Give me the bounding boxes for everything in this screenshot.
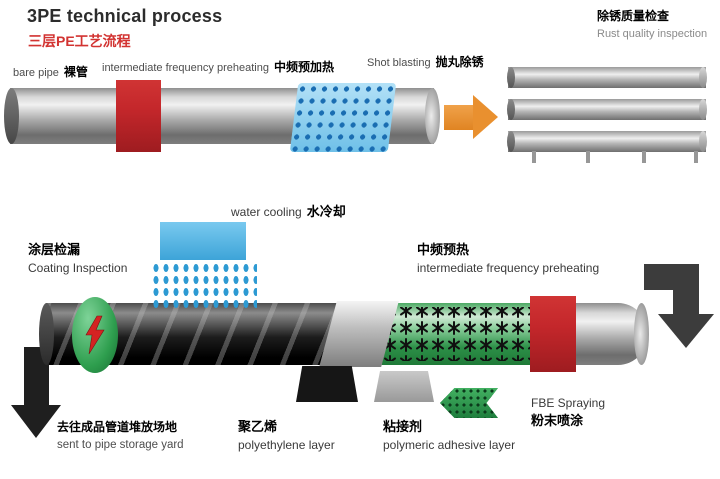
adhesive-extruder-block xyxy=(374,371,434,402)
page-title: 3PE technical process xyxy=(27,6,223,26)
flow-arrow-right-body xyxy=(444,105,473,130)
pipe-support xyxy=(694,151,698,163)
bottom-pipe xyxy=(39,296,649,372)
label-preheating-top-zh: 中频预加热 xyxy=(273,60,334,74)
pipe-support xyxy=(532,151,536,163)
fbe-spray-pattern xyxy=(382,307,532,361)
label-fbe-spraying: FBE Spraying 粉末喷涂 xyxy=(531,394,605,430)
coating-inspection-probe xyxy=(72,297,118,373)
label-water-cooling: water cooling 水冷却 xyxy=(231,201,346,221)
label-adhesive-zh: 粘接剂 xyxy=(383,419,423,434)
label-shot-blasting-en: Shot blasting xyxy=(367,57,431,69)
label-bare-pipe-en: bare pipe xyxy=(13,67,59,79)
label-coating-inspection: 涂层检漏 Coating Inspection xyxy=(28,241,127,277)
label-bare-pipe: bare pipe 裸管 xyxy=(13,63,88,81)
bottom-pipe-left-cap xyxy=(39,303,54,365)
label-coating-inspection-en: Coating Inspection xyxy=(28,261,128,275)
label-preheating-top: intermediate frequency preheating 中频预加热 xyxy=(102,58,334,76)
label-water-cooling-en: water cooling xyxy=(231,205,302,219)
label-preheating-bottom: 中频预热 intermediate frequency preheating xyxy=(417,241,599,277)
inspection-pipe-3 xyxy=(507,131,707,152)
inspection-pipe-1 xyxy=(507,67,707,88)
label-rust-inspection: 除锈质量检查 Rust quality inspection xyxy=(597,7,707,43)
pipe-support xyxy=(642,151,646,163)
induction-heater-top xyxy=(116,80,161,152)
label-adhesive-en: polymeric adhesive layer xyxy=(383,438,516,452)
induction-heater-bottom xyxy=(530,296,576,372)
inspection-pipe-2 xyxy=(507,99,707,120)
label-fbe-spraying-en: FBE Spraying xyxy=(531,396,606,410)
label-shot-blasting-zh: 抛丸除锈 xyxy=(435,55,484,69)
label-storage-yard-en: sent to pipe storage yard xyxy=(57,439,184,451)
label-adhesive: 粘接剂 polymeric adhesive layer xyxy=(383,418,515,454)
bottom-pipe-right-cap xyxy=(634,303,649,365)
label-preheating-bottom-zh: 中频预热 xyxy=(417,242,470,257)
shot-blasting-zone xyxy=(289,83,397,152)
flow-arrow-right-icon xyxy=(473,95,498,139)
lightning-icon xyxy=(85,315,105,355)
pipe-support xyxy=(586,151,590,163)
label-storage-yard-zh: 去往成品管道堆放场地 xyxy=(57,420,178,434)
water-cooling-header xyxy=(160,222,246,260)
top-pipe-right-cap xyxy=(425,88,440,144)
top-pipe-left-cap xyxy=(4,88,19,144)
page-subtitle-zh: 三层PE工艺流程 xyxy=(28,33,131,49)
label-storage-yard: 去往成品管道堆放场地 sent to pipe storage yard xyxy=(57,418,184,454)
flow-arrow-down-right-icon xyxy=(644,264,714,348)
label-rust-inspection-en: Rust quality inspection xyxy=(597,28,708,40)
label-coating-inspection-zh: 涂层检漏 xyxy=(28,242,81,257)
label-preheating-bottom-en: intermediate frequency preheating xyxy=(417,261,600,275)
polyethylene-extruder-block xyxy=(296,366,358,402)
water-drips xyxy=(151,262,257,312)
label-rust-inspection-zh: 除锈质量检查 xyxy=(597,9,670,23)
label-bare-pipe-zh: 裸管 xyxy=(63,65,88,79)
fbe-spray-arrow xyxy=(440,388,498,418)
label-shot-blasting: Shot blasting 抛丸除锈 xyxy=(367,53,484,71)
label-water-cooling-zh: 水冷却 xyxy=(306,204,346,219)
label-polyethylene: 聚乙烯 polyethylene layer xyxy=(238,418,335,454)
label-polyethylene-en: polyethylene layer xyxy=(238,438,335,452)
label-fbe-spraying-zh: 粉末喷涂 xyxy=(531,413,584,428)
fbe-coated-section xyxy=(382,303,532,365)
label-preheating-top-en: intermediate frequency preheating xyxy=(102,62,269,74)
label-polyethylene-zh: 聚乙烯 xyxy=(238,419,278,434)
flow-arrow-down-left-icon xyxy=(11,405,61,438)
